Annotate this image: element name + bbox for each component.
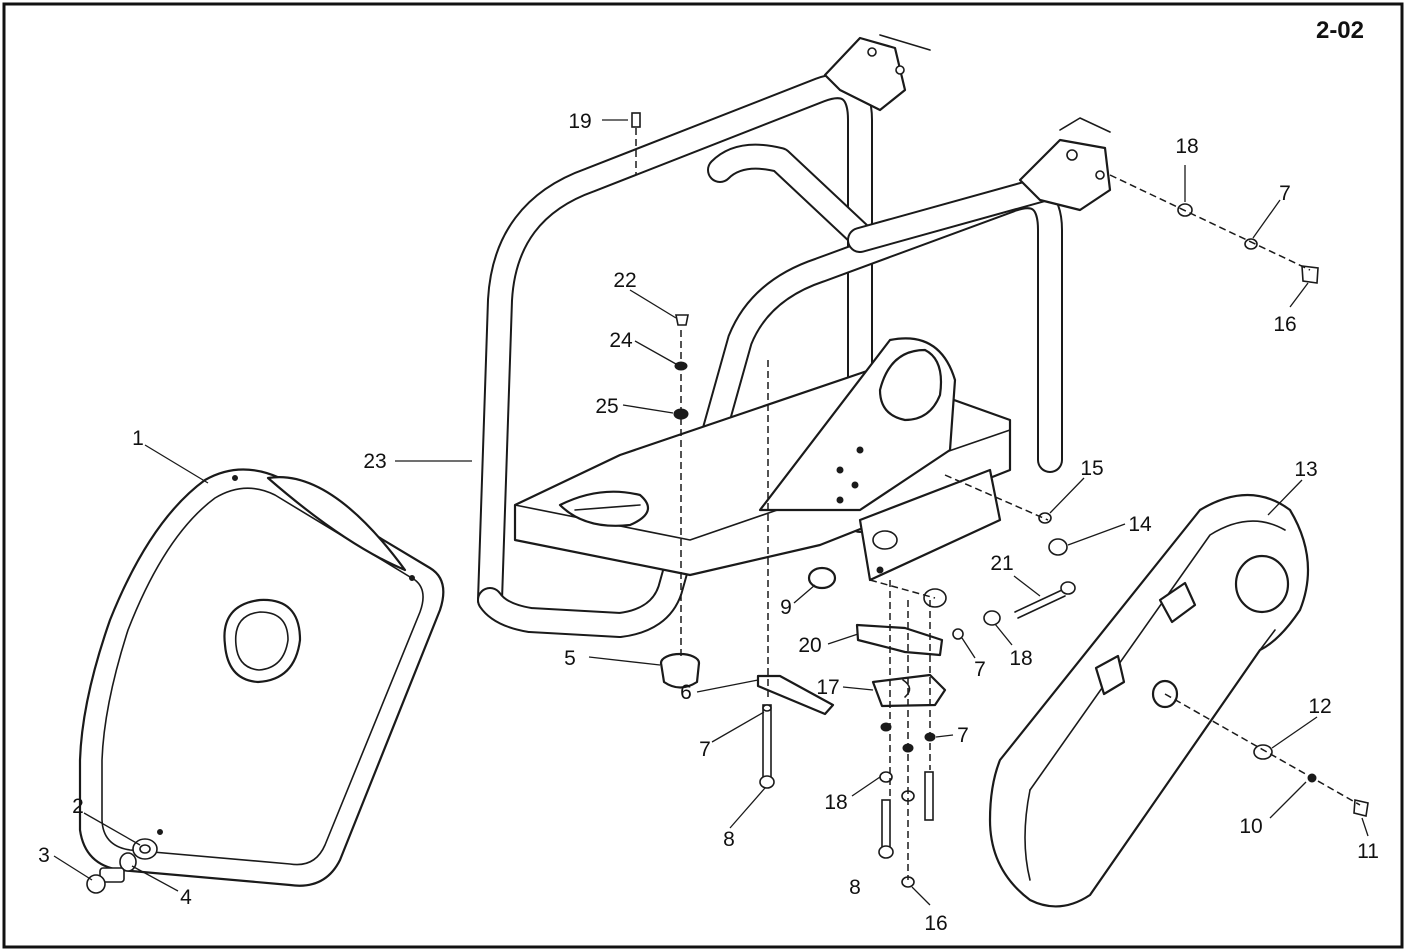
callout-18-top: 18 (1175, 135, 1198, 158)
callout-7-mid: 7 (974, 658, 986, 681)
callout-7-top: 7 (1279, 182, 1291, 205)
callout-24: 24 (609, 329, 633, 352)
callout-labels: 1 2 3 4 5 6 7 7 7 7 7 8 8 9 10 11 12 13 … (38, 110, 1379, 935)
callout-7-left: 7 (699, 738, 711, 761)
callout-12: 12 (1308, 695, 1331, 718)
nut-14 (1048, 538, 1068, 556)
lockwasher-7-top (1244, 238, 1258, 250)
callout-13: 13 (1294, 458, 1317, 481)
bolt-22 (675, 314, 689, 326)
callout-16-bottom: 16 (924, 912, 947, 935)
grommet (659, 652, 701, 689)
tube-frame (477, 34, 1112, 638)
bracket-20 (855, 623, 944, 657)
callout-2: 2 (72, 795, 84, 818)
base-plate (513, 337, 1012, 582)
callout-4: 4 (180, 886, 192, 909)
callout-25: 25 (595, 395, 618, 418)
bolt-rear (924, 771, 934, 821)
callout-19: 19 (568, 110, 591, 133)
long-bolt (1014, 581, 1076, 619)
callout-7-stack: 7 (957, 724, 969, 747)
callout-5: 5 (564, 647, 576, 670)
callout-16-top: 16 (1273, 313, 1296, 336)
strap-6 (756, 674, 835, 716)
washer-12 (1253, 744, 1273, 760)
callout-22: 22 (613, 269, 636, 292)
callout-18-stack: 18 (824, 791, 847, 814)
callout-21: 21 (990, 552, 1013, 575)
assembly-lines (635, 128, 1361, 880)
callout-17: 17 (816, 676, 839, 699)
callout-8-left: 8 (723, 828, 735, 851)
callout-1: 1 (132, 427, 144, 450)
front-shroud (78, 468, 445, 887)
lockwasher-7-mid (952, 628, 964, 640)
sheet-number: 2-02 (1316, 17, 1364, 44)
callout-15: 15 (1080, 457, 1103, 480)
belt-guard (988, 494, 1310, 908)
callout-23: 23 (363, 450, 386, 473)
leader-lines (53, 119, 1369, 906)
callout-14: 14 (1128, 513, 1152, 536)
bolt-19 (631, 112, 641, 128)
bolt-8-left (759, 704, 775, 789)
washer-18-mid (983, 610, 1001, 626)
screw-11 (1353, 799, 1369, 817)
bolt-8-bottom (878, 799, 894, 859)
callout-6: 6 (680, 681, 692, 704)
bolt-16-top (1301, 265, 1319, 284)
callout-11: 11 (1357, 840, 1379, 863)
callout-18-mid: 18 (1009, 647, 1032, 670)
rubber-plug (807, 566, 837, 590)
callout-20: 20 (798, 634, 821, 657)
callout-3: 3 (38, 844, 50, 867)
callout-9: 9 (780, 596, 792, 619)
washer-15 (1038, 512, 1052, 524)
callout-8-bottom: 8 (849, 876, 861, 899)
callout-10: 10 (1239, 815, 1262, 838)
